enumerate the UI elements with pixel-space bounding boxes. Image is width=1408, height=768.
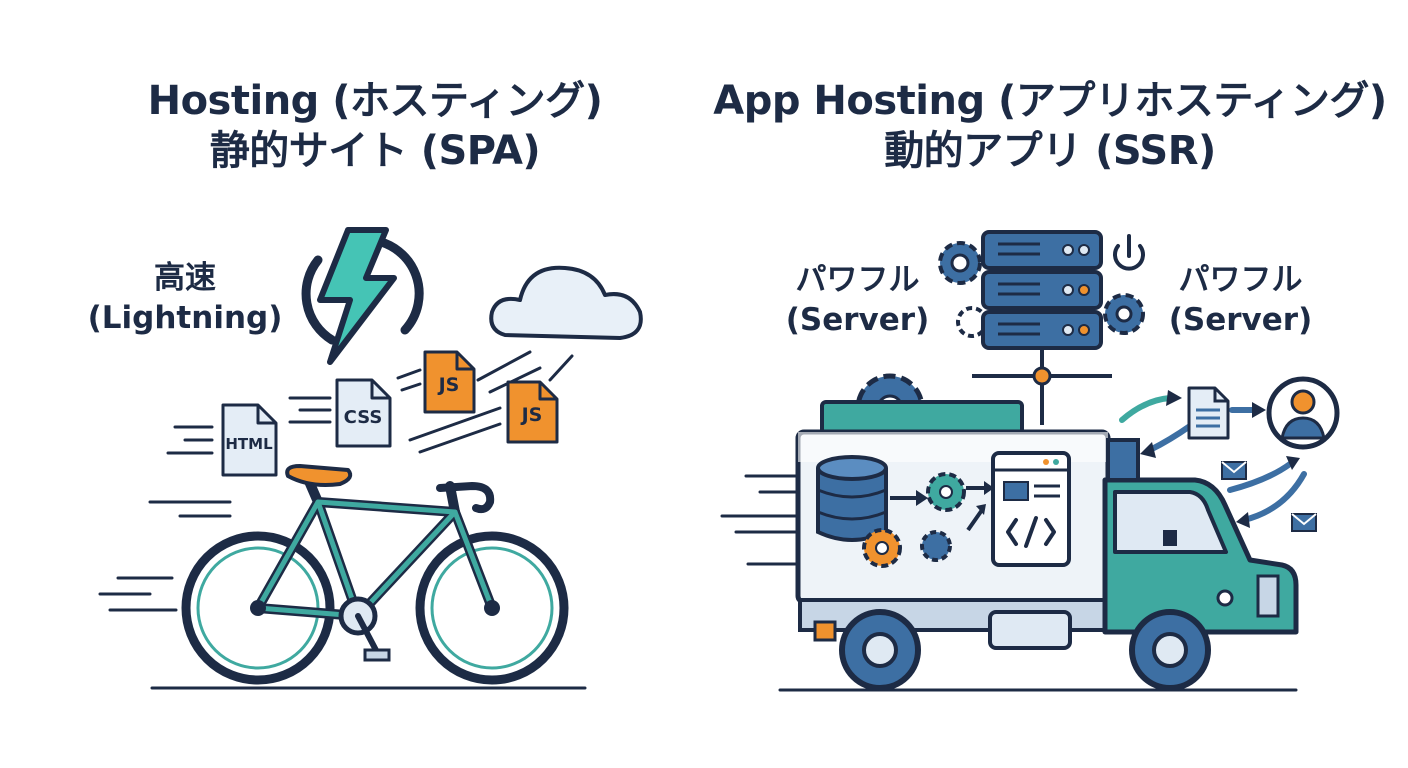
power-label-left-line1: パワフル: [795, 262, 920, 298]
power-label-left-line2: (Server): [785, 302, 930, 339]
js-file-icon: JS: [423, 350, 476, 414]
left-title-line1: Hosting (ホスティング): [147, 78, 603, 124]
gear-icon: [938, 241, 982, 285]
html-file-icon: HTML: [221, 403, 278, 477]
gear-icon: [1103, 293, 1145, 335]
power-icon: [1113, 234, 1145, 271]
speed-label-line2: (Lightning): [87, 300, 283, 337]
truck-icon: [795, 373, 1299, 691]
left-title: Hosting (ホスティング) 静的サイト (SPA): [90, 76, 660, 176]
left-title-line2: 静的サイト (SPA): [209, 128, 541, 174]
code-window-icon: [991, 451, 1071, 567]
user-icon: [1266, 376, 1340, 450]
speed-lines-files: [166, 350, 574, 455]
js-file-label: JS: [437, 374, 460, 396]
cloud-icon: [489, 265, 643, 340]
power-label-right-line2: (Server): [1168, 302, 1313, 339]
css-file-label: CSS: [344, 407, 383, 428]
js-file-icon: JS: [506, 380, 559, 444]
server-rack-icon: [972, 230, 1112, 425]
power-label-left: パワフル (Server): [775, 260, 940, 341]
js-file-label-2: JS: [520, 404, 543, 426]
css-file-icon: CSS: [335, 378, 392, 448]
speed-label-line1: 高速: [154, 260, 216, 296]
power-label-right: パワフル (Server): [1158, 260, 1323, 341]
right-title-line1: App Hosting (アプリホスティング): [713, 78, 1387, 124]
mail-icon: [1221, 461, 1247, 480]
right-title-line2: 動的アプリ (SSR): [884, 128, 1216, 174]
bicycle-icon: [181, 464, 569, 685]
power-label-right-line1: パワフル: [1178, 262, 1303, 298]
speed-label: 高速 (Lightning): [80, 258, 290, 339]
mail-icon: [1291, 513, 1317, 532]
right-title: App Hosting (アプリホスティング) 動的アプリ (SSR): [700, 76, 1400, 176]
document-icon: [1187, 386, 1230, 440]
html-file-label: HTML: [225, 435, 273, 453]
database-icon: [816, 455, 888, 542]
lightning-icon: [301, 227, 424, 365]
speed-lines-bike: [98, 500, 587, 690]
speed-lines-truck: [720, 474, 1298, 692]
